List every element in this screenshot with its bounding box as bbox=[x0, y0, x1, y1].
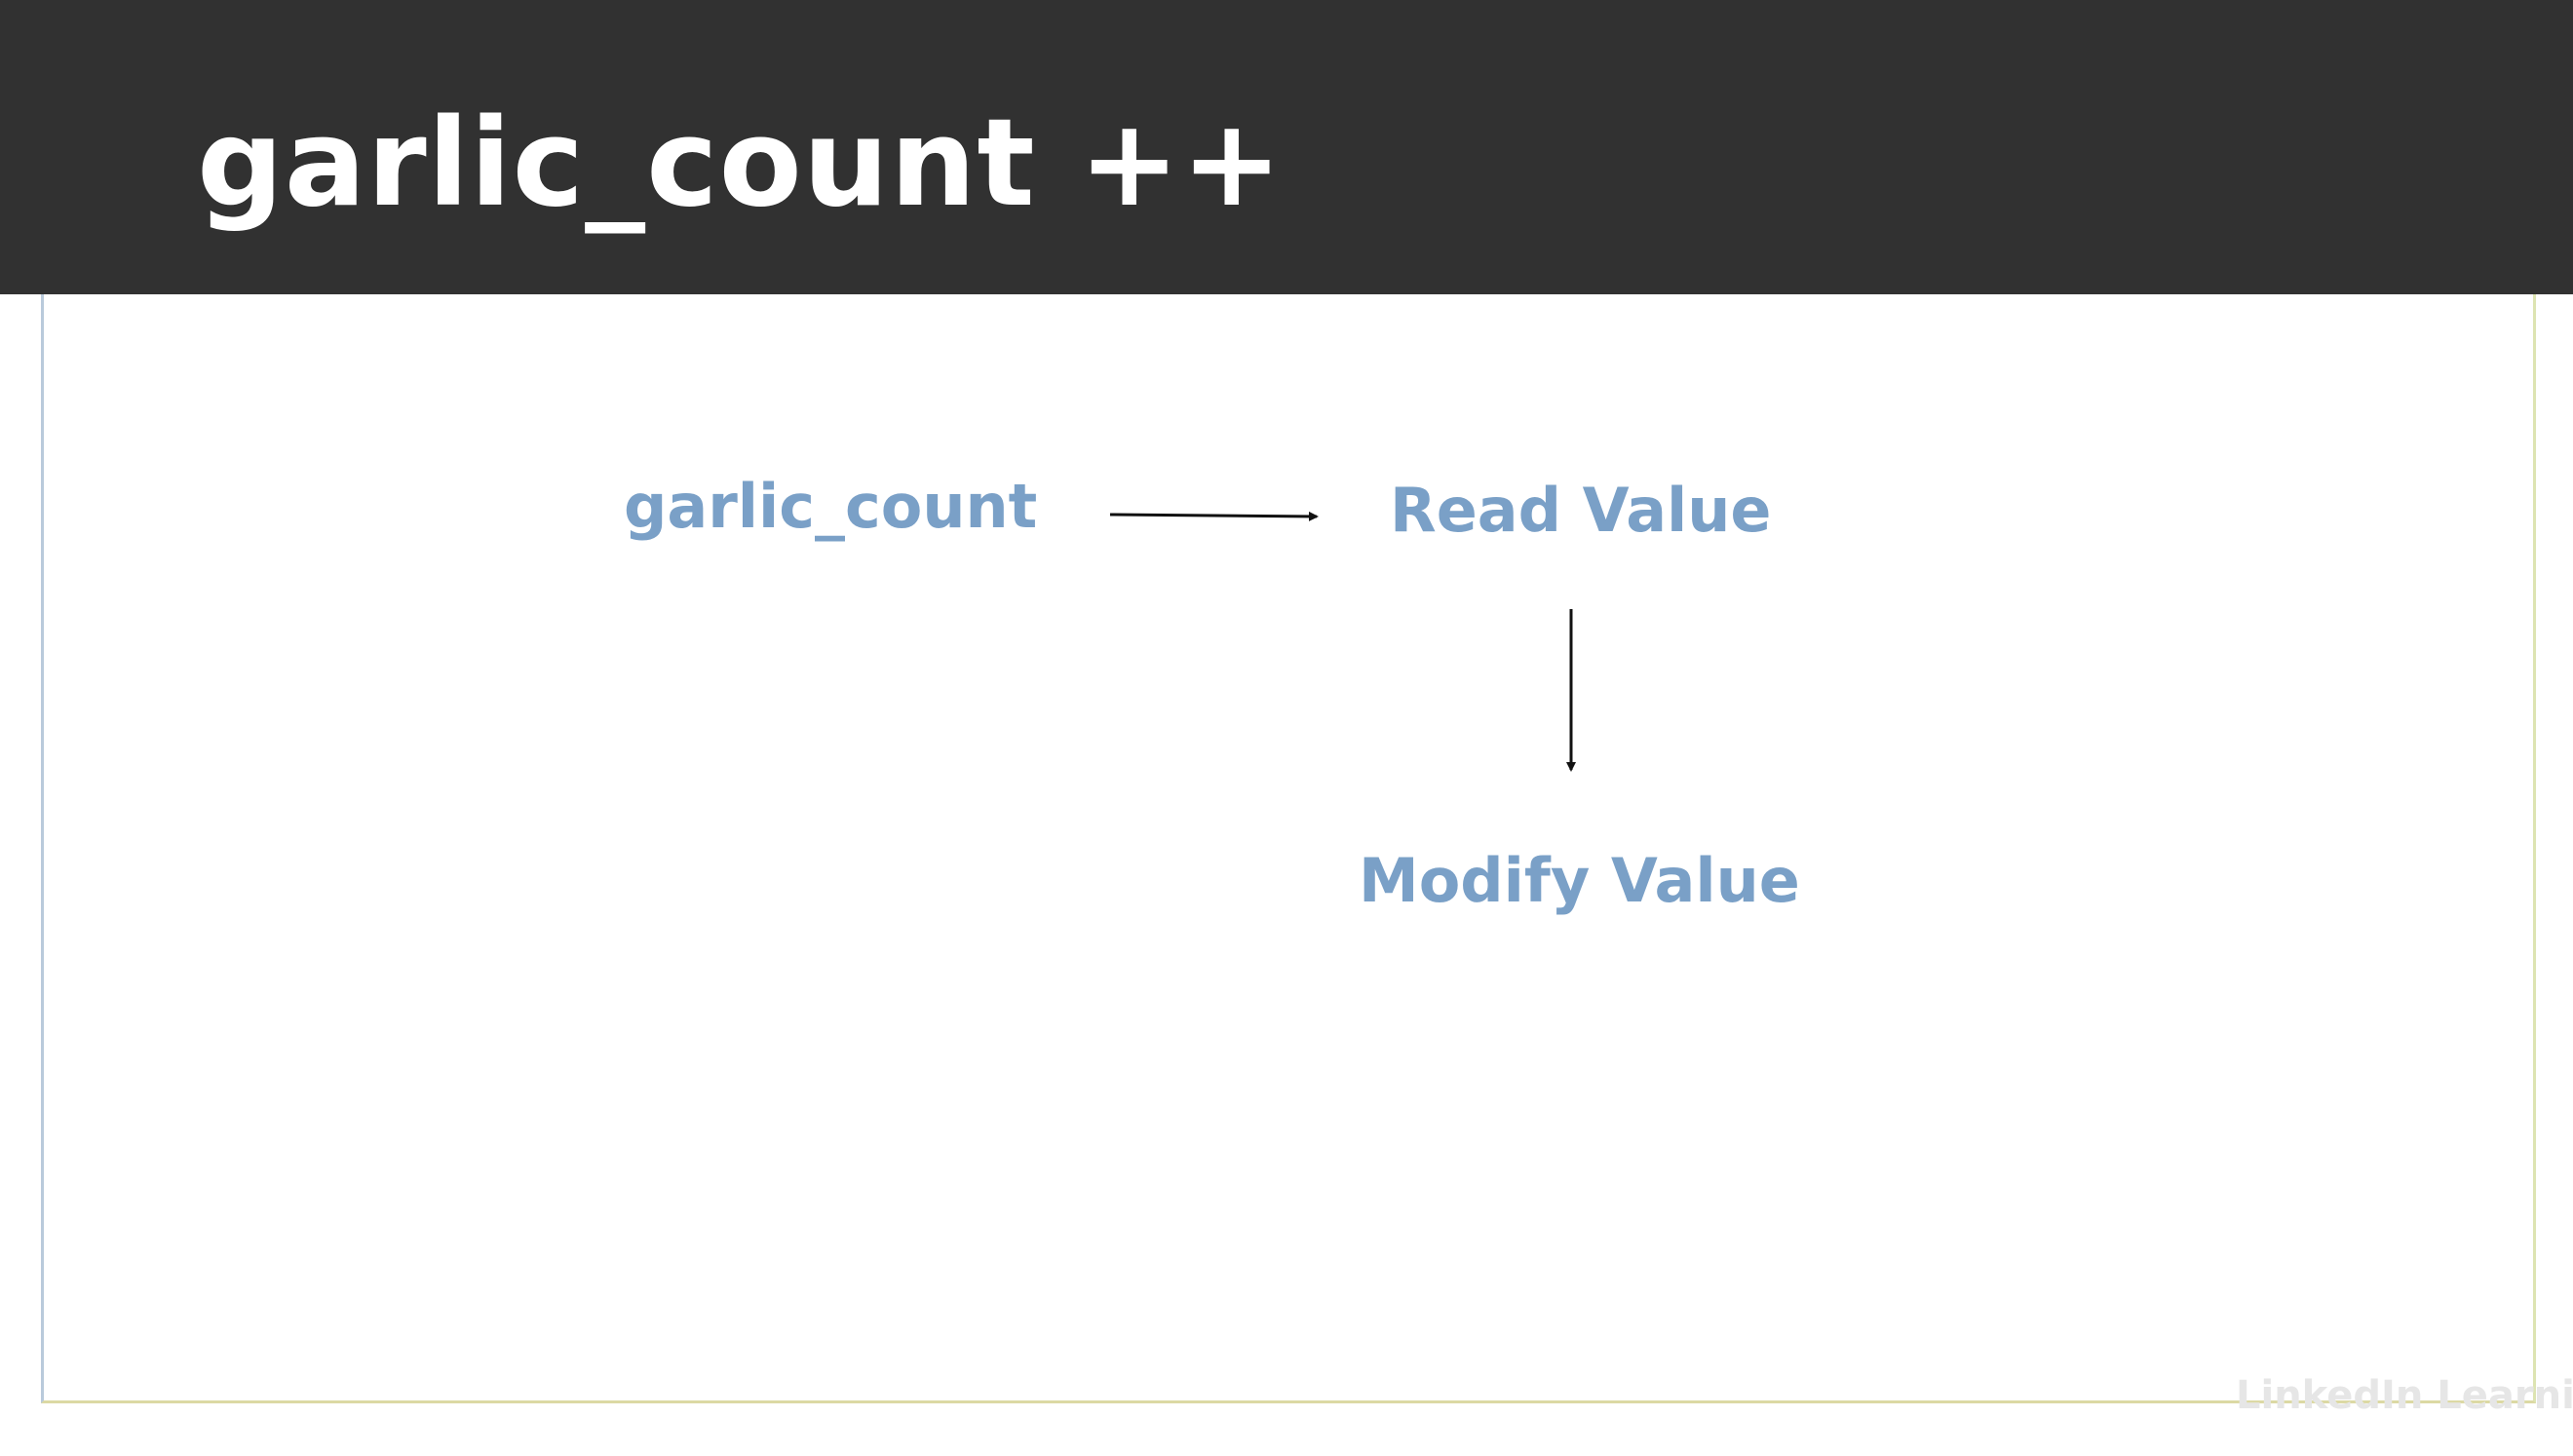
linkedin-learning-logo: LinkedIn Learning bbox=[2236, 1373, 2573, 1418]
content-frame bbox=[41, 294, 2536, 1403]
slide-title: garlic_count ++ bbox=[197, 94, 1284, 234]
node-garlic-count: garlic_count bbox=[624, 471, 1038, 542]
title-bar: garlic_count ++ bbox=[0, 0, 2573, 294]
node-read-value: Read Value bbox=[1390, 475, 1772, 546]
node-modify-value: Modify Value bbox=[1359, 845, 1800, 916]
arrow-garlic-count-to-read-value bbox=[1109, 511, 1319, 521]
